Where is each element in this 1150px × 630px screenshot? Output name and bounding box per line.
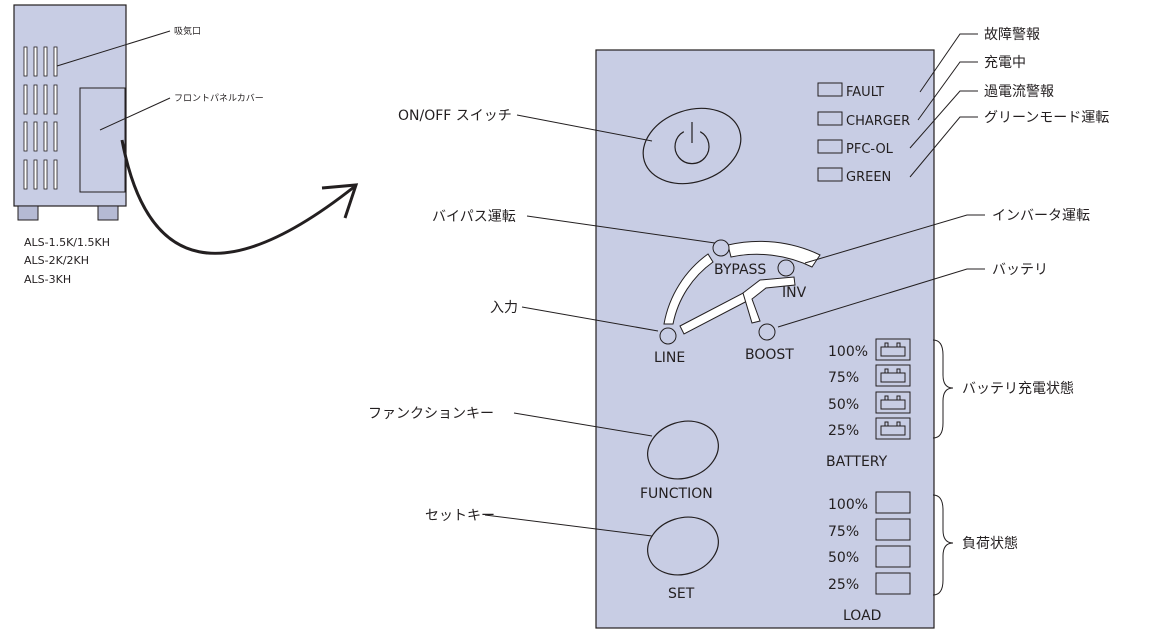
battery-icon [875,338,911,361]
load-indicator [875,545,911,568]
load-level-25: 25% [828,577,859,593]
bypass-operation-label: バイパス運転 [432,209,516,225]
battery-level-75: 75% [828,370,859,386]
set-label: SET [668,586,695,602]
load-title: LOAD [843,608,881,624]
ups-body [13,4,127,207]
boost-label: BOOST [745,347,794,363]
battery-level-25: 25% [828,423,859,439]
load-level-50: 50% [828,550,859,566]
model-2: ALS-2K/2KH [24,254,89,267]
battery-title: BATTERY [826,454,888,470]
function-key-label: ファンクションキー [368,406,494,422]
led-pfc-ol-label: PFC-OL [846,142,894,157]
function-button[interactable] [640,412,726,488]
bypass-label: BYPASS [714,262,766,278]
led-pfc-ol [817,139,843,154]
input-label: 入力 [490,300,518,316]
power-icon [674,122,710,165]
model-3: ALS-3KH [24,273,71,286]
leader-green [909,116,978,178]
battery-icon [875,391,911,414]
led-fault [817,82,843,97]
function-label: FUNCTION [640,486,713,502]
leader-onoff [516,114,653,142]
onoff-switch[interactable] [633,96,750,195]
battery-charge-status-label: バッテリ充電状態 [962,381,1074,397]
leader-function [513,412,653,437]
battery-icon [875,364,911,387]
leader-pfc [909,90,978,149]
overcurrent-alarm-label: 過電流警報 [984,84,1054,100]
leader-line [521,306,659,332]
ups-foot-right [97,205,119,221]
battery-level-100: 100% [828,344,868,360]
set-button[interactable] [640,508,726,584]
charging-label: 充電中 [984,55,1026,71]
flow-bypass-inv [727,240,821,268]
flow-boost-inv [742,276,796,324]
inv-label: INV [782,285,807,301]
line-label: LINE [654,350,685,366]
load-level-100: 100% [828,497,868,513]
led-boost [758,323,776,341]
leader-set [484,514,653,537]
leader-air-intake [56,30,171,67]
battery-label: バッテリ [992,262,1048,278]
inverter-operation-label: インバータ運転 [992,208,1090,224]
leader-fault [919,33,978,93]
onoff-switch-label: ON/OFF スイッチ [398,108,512,124]
leader-boost [777,268,985,328]
flow-line-bypass [663,253,714,325]
ups-unit: 吸気口 フロントパネルカバー ALS-1.5K/1.5KH ALS-2K/2KH… [13,4,264,286]
air-intake-label: 吸気口 [174,25,201,37]
battery-icon [875,417,911,440]
led-green [817,167,843,182]
ups-foot-left [17,205,39,221]
curved-arrow [120,139,359,255]
air-intake-vents [23,46,58,190]
led-bypass [712,239,730,257]
led-charger-label: CHARGER [846,114,910,129]
front-panel-cover-label: フロントパネルカバー [174,93,264,104]
load-indicator [875,572,911,595]
leader-front-panel-cover [99,97,171,131]
fault-alarm-label: 故障警報 [984,27,1040,43]
power-flow-indicator: BYPASS INV LINE BOOST [654,239,821,366]
load-status-label: 負荷状態 [962,536,1018,552]
load-indicator [875,518,911,541]
load-indicator [875,491,911,514]
leader-inv [804,214,985,264]
load-bracket [932,494,954,596]
status-leds: FAULT CHARGER PFC-OL GREEN [817,82,910,185]
battery-level-50: 50% [828,397,859,413]
set-key-label: セットキー [425,508,495,524]
load-gauge: 100% 75% 50% 25% LOAD [828,491,911,624]
load-level-75: 75% [828,524,859,540]
battery-gauge: 100% 75% 50% 25% BATTERY [826,338,911,470]
green-mode-label: グリーンモード運転 [984,110,1109,126]
front-panel-cover [79,87,126,193]
led-fault-label: FAULT [846,85,884,100]
battery-bracket [932,339,954,439]
callouts: 故障警報 充電中 過電流警報 グリーンモード運転 ON/OFF スイッチ バイパ… [368,27,1109,596]
leader-bypass [526,215,716,244]
led-line [659,327,677,345]
led-inv [777,259,795,277]
leader-charger [917,61,978,121]
model-1: ALS-1.5K/1.5KH [24,236,110,249]
led-charger [817,111,843,126]
led-green-label: GREEN [846,170,891,185]
